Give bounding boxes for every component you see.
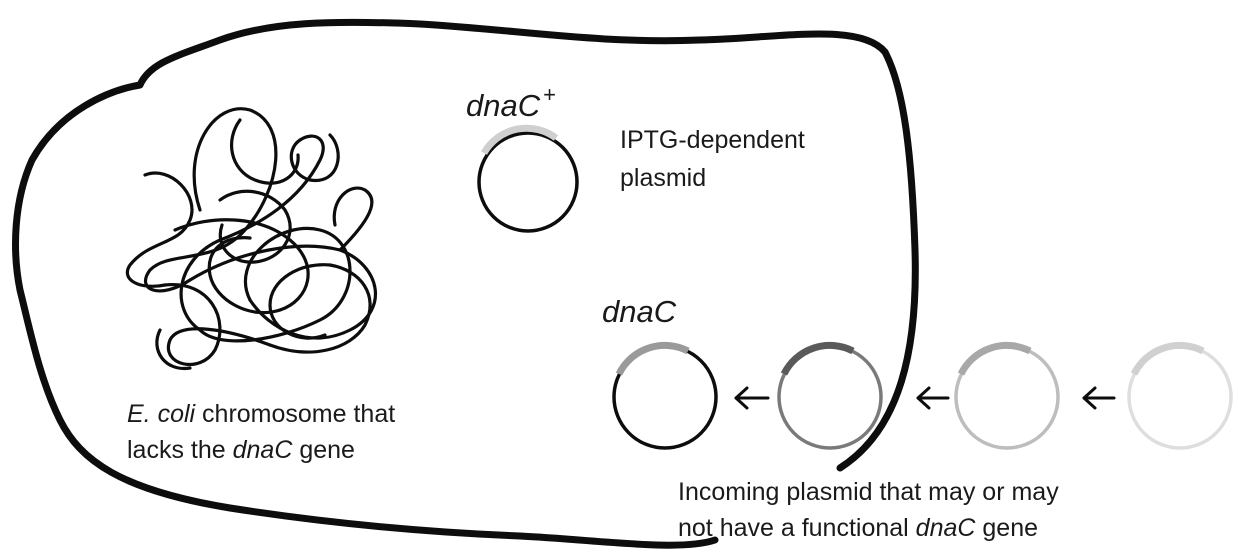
- arrow-left-icon: [1082, 386, 1116, 410]
- incoming-plasmid-label-line1: Incoming plasmid that may or may: [678, 478, 1059, 506]
- iptg-plasmid-label-line2: plasmid: [620, 164, 707, 192]
- incoming-plasmid-label-line2-gene: dnaC: [915, 514, 976, 542]
- chromosome-label-line1: E. coli chromosome that: [127, 398, 395, 430]
- arrow-left-icon: [916, 386, 950, 410]
- iptg-plasmid-gene-segment: [480, 124, 559, 155]
- chromosome-label-line2-gene: dnaC: [232, 436, 293, 464]
- incoming-plasmid-label-line2-pre: not have a functional: [678, 514, 916, 542]
- gene-label-plus-sign: +: [543, 82, 556, 107]
- incoming-plasmid-label-line2-post: gene: [975, 514, 1038, 542]
- chromosome-tangle: [125, 107, 378, 371]
- gene-label-dnac-plus-text: dnaC: [466, 88, 541, 123]
- gene-label-dnac-plus: dnaC+: [466, 82, 556, 124]
- arrow-left-icon: [734, 386, 770, 410]
- plasmid-incoming-1: [612, 341, 718, 450]
- iptg-plasmid-label-line1: IPTG-dependent: [620, 126, 805, 154]
- incoming-plasmid-label-line2: not have a functional dnaC gene: [678, 512, 1038, 544]
- cell-outline: [12, 18, 919, 549]
- chromosome-label-line2-post: gene: [292, 436, 355, 464]
- chromosome-label-line2-pre: lacks the: [127, 436, 233, 464]
- chromosome-label-species: E. coli: [127, 400, 196, 428]
- plasmid-incoming-4: [1127, 341, 1233, 450]
- iptg-plasmid: [477, 124, 579, 233]
- chromosome-label-line1-rest: chromosome that: [195, 400, 396, 428]
- plasmid-incoming-2: [777, 341, 883, 450]
- gene-label-dnac-incoming: dnaC: [602, 294, 677, 329]
- plasmid-incoming-3: [954, 341, 1060, 450]
- chromosome-label-line2: lacks the dnaC gene: [127, 434, 355, 466]
